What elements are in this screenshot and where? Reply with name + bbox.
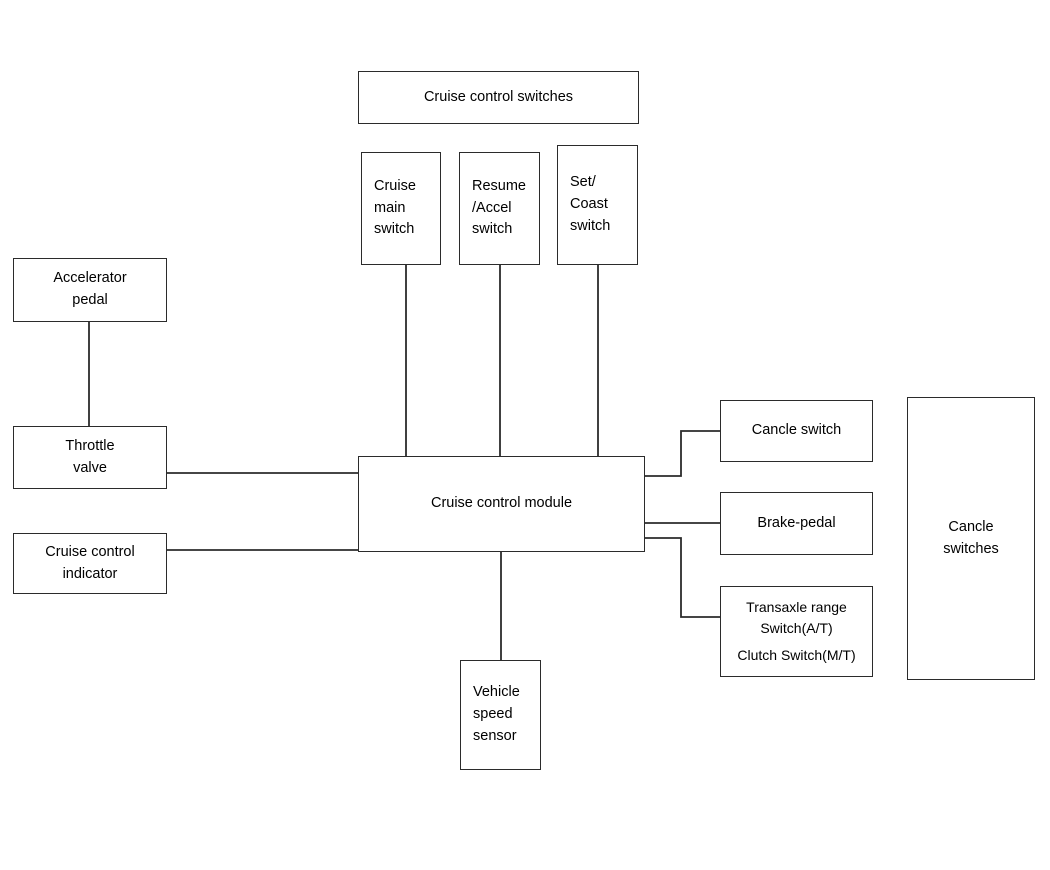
node-brake-pedal[interactable]: Brake-pedal [720, 492, 873, 555]
node-resume-accel-switch-label: Resume /Accel switch [472, 177, 526, 238]
node-set-coast-switch[interactable]: Set/ Coast switch [557, 145, 638, 265]
node-cancle-switch[interactable]: Cancle switch [720, 400, 873, 462]
node-cancle-switch-label: Cancle switch [751, 422, 842, 439]
node-accelerator-pedal-label: Accelerator pedal [53, 270, 127, 308]
node-vehicle-speed-sensor[interactable]: Vehicle speed sensor [460, 660, 541, 770]
node-vehicle-speed-sensor-label: Vehicle speed sensor [473, 684, 520, 744]
node-resume-accel-switch[interactable]: Resume /Accel switch [459, 152, 540, 265]
node-transaxle-range-switch-line3: Clutch Switch(M/T) [737, 647, 856, 663]
node-transaxle-range-switch-line1: Transaxle range [746, 599, 847, 615]
node-cruise-main-switch[interactable]: Cruise main switch [361, 152, 441, 265]
node-throttle-valve[interactable]: Throttle valve [13, 426, 167, 489]
node-set-coast-switch-label: Set/ Coast switch [570, 174, 611, 234]
node-throttle-valve-label: Throttle valve [65, 437, 115, 476]
wire-module-to-cancle-switch [644, 430, 721, 477]
node-cruise-control-switches[interactable]: Cruise control switches [358, 71, 639, 124]
node-accelerator-pedal[interactable]: Accelerator pedal [13, 258, 167, 322]
node-cruise-control-module[interactable]: Cruise control module [358, 456, 645, 552]
node-cruise-control-indicator-label: Cruise control indicator [45, 543, 135, 582]
node-cancle-switches-group[interactable]: Cancle switches [907, 397, 1035, 680]
node-cruise-main-switch-label: Cruise main switch [374, 177, 416, 238]
wire-module-to-transaxle-range-switch [644, 537, 721, 618]
node-transaxle-range-switch-line2: Switch(A/T) [760, 620, 833, 636]
node-cruise-control-indicator[interactable]: Cruise control indicator [13, 533, 167, 594]
node-brake-pedal-label: Brake-pedal [757, 514, 836, 531]
node-cruise-control-module-label: Cruise control module [430, 495, 573, 512]
node-transaxle-range-switch[interactable]: Transaxle range Switch(A/T) Clutch Switc… [720, 586, 873, 677]
node-cancle-switches-group-label: Cancle switches [943, 518, 999, 557]
node-cruise-control-switches-label: Cruise control switches [423, 88, 574, 105]
